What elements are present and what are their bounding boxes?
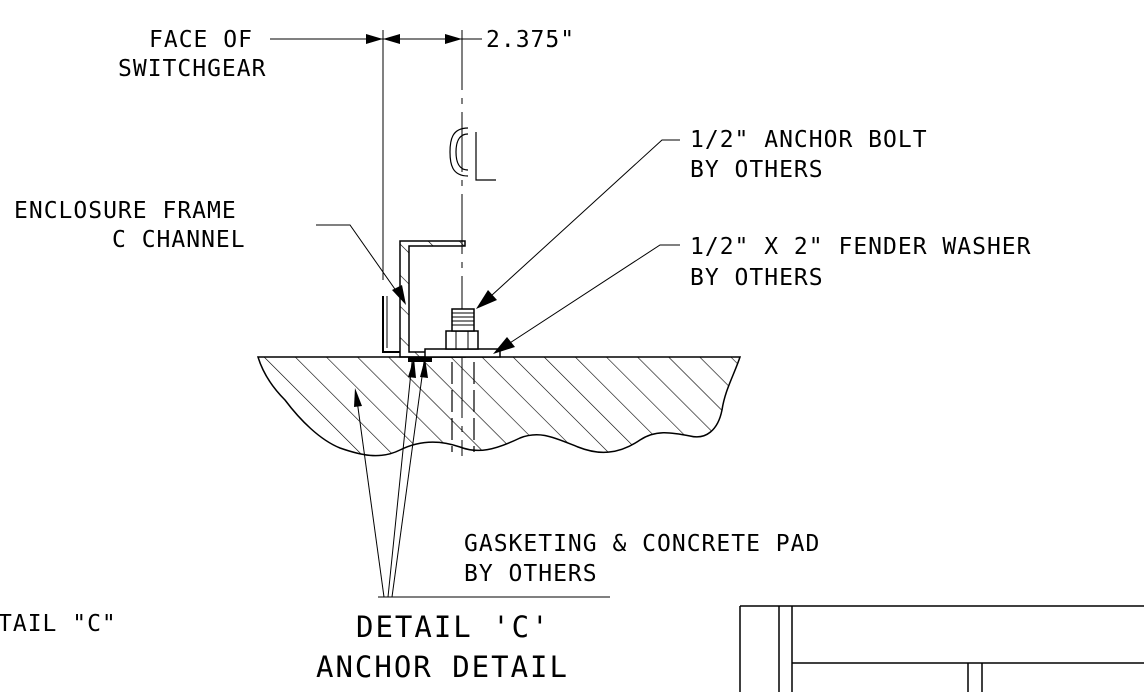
label-c-channel: C CHANNEL (112, 227, 246, 253)
leader-anchor-bolt (479, 139, 680, 307)
fender-washer (424, 348, 501, 358)
label-anchor-bolt: 1/2" ANCHOR BOLT (690, 127, 928, 153)
bolt-threads (451, 308, 475, 332)
detail-title: DETAIL 'C' (356, 610, 551, 644)
label-face-of: FACE OF (149, 27, 253, 53)
gasket (408, 357, 432, 362)
adjacent-detail-frame (739, 605, 1144, 692)
detail-subtitle: ANCHOR DETAIL (316, 650, 569, 684)
centerline-symbol (449, 127, 496, 181)
label-fender-washer: 1/2" X 2" FENDER WASHER (690, 234, 1032, 260)
label-partial-detail: TAIL "C" (0, 611, 117, 637)
nut (445, 330, 479, 350)
dimension-arrow-center (445, 34, 462, 44)
label-dimension: 2.375" (486, 27, 576, 53)
label-switchgear: SWITCHGEAR (118, 56, 267, 82)
concrete-pad (256, 356, 742, 457)
switchgear-wall (382, 296, 400, 353)
dimension-arrow-right (383, 34, 400, 44)
label-enclosure-frame: ENCLOSURE FRAME (14, 198, 237, 224)
label-anchor-bolt-by-others: BY OTHERS (690, 157, 824, 183)
leader-enclosure-frame (316, 224, 405, 303)
leader-fender-washer (495, 244, 680, 353)
label-gasketing: GASKETING & CONCRETE PAD (464, 531, 821, 557)
dimension-arrow-left (366, 34, 383, 44)
label-fender-washer-by-others: BY OTHERS (690, 265, 824, 291)
label-gasketing-by-others: BY OTHERS (464, 561, 598, 587)
